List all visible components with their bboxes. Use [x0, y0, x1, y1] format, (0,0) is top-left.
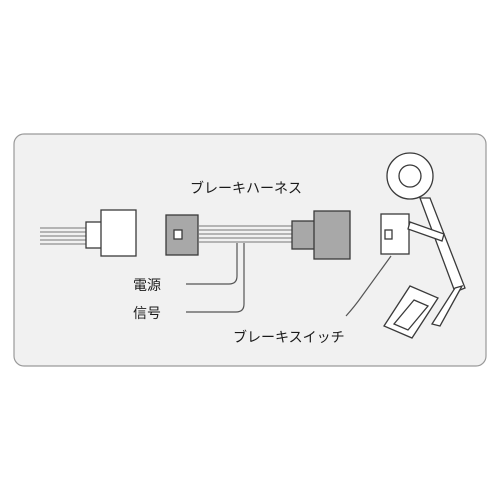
brake-harness: [165, 210, 351, 260]
signal-label: 信号: [133, 306, 161, 322]
power-leader-line: [186, 243, 238, 285]
harness-right-connector-neck: [291, 220, 317, 250]
switch-label: ブレーキスイッチ: [233, 329, 345, 346]
harness-left-connector-slot: [173, 229, 183, 240]
harness-right-connector: [313, 210, 351, 260]
diagram-panel: [13, 133, 487, 367]
vehicle-connector: [85, 209, 137, 257]
signal-leader-line: [186, 243, 245, 313]
switch-connector: [380, 213, 410, 255]
power-label: 電源: [133, 278, 161, 294]
switch-leader-line: [345, 255, 392, 317]
brake-pedal-assembly: [383, 152, 466, 339]
harness-label: ブレーキハーネス: [190, 180, 302, 197]
